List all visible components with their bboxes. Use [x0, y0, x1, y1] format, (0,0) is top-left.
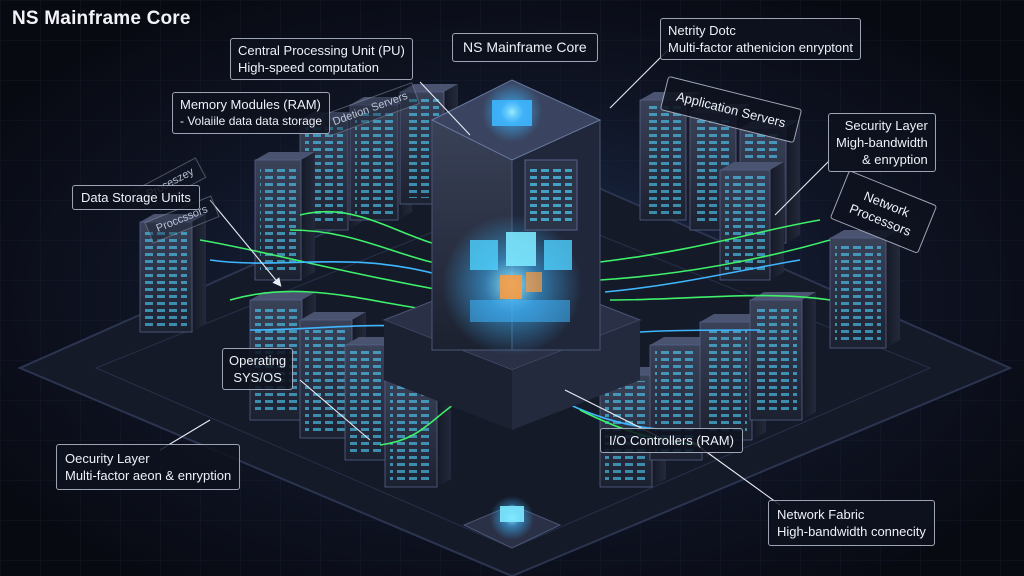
- core-module-3: [544, 240, 572, 270]
- label-security-right-subtitle: Migh-bandwidth: [836, 135, 928, 150]
- label-core: NS Mainframe Core: [452, 33, 598, 62]
- label-io: I/O Controllers (RAM): [600, 428, 743, 453]
- connector-operating: [299, 379, 371, 441]
- cable-green-right-1: [599, 219, 821, 263]
- label-cpu-title: Central Processing Unit (PU): [238, 43, 405, 58]
- label-memory: Memory Modules (RAM) - Volaiile data dat…: [172, 92, 331, 134]
- core-module-2: [506, 232, 536, 266]
- label-oecurity-subtitle: Multi-factor aeon & enryption: [65, 468, 232, 483]
- cable-green-right-3: [609, 294, 831, 301]
- core-module-orange-1: [500, 275, 522, 299]
- core-rack-leds: [530, 166, 572, 224]
- core-module-4: [470, 300, 570, 322]
- label-memory-title: Memory Modules (RAM): [180, 97, 321, 112]
- label-netrity-title: Netrity Dotc: [668, 23, 736, 38]
- label-operating: Operating SYS/OS: [222, 348, 294, 390]
- server-rack: [254, 152, 315, 281]
- connector-security: [774, 159, 831, 216]
- connector-storage: [209, 199, 282, 287]
- label-operating-title: Operating: [229, 353, 287, 368]
- core-base-right: [512, 320, 640, 430]
- cable-blue-right-1: [604, 259, 801, 293]
- cable-green-left-4: [229, 290, 431, 311]
- label-fabric-subtitle: High-bandwidth connecity: [777, 524, 926, 539]
- server-rack: [749, 292, 816, 421]
- label-operating-subtitle: SYS/OS: [233, 370, 282, 385]
- core-base-left: [384, 320, 512, 430]
- label-netrity: Netrity Dotc Multi-factor athenicion enr…: [660, 18, 861, 60]
- label-oecurity: Oecurity Layer Multi-factor aeon & enryp…: [56, 444, 241, 490]
- label-cpu: Central Processing Unit (PU) High-speed …: [230, 38, 413, 80]
- label-cpu-subtitle: High-speed computation: [238, 60, 379, 75]
- cable-green-left-3: [199, 239, 441, 291]
- label-memory-subtitle: - Volaiile data data storage: [180, 114, 323, 128]
- page-title: NS Mainframe Core: [12, 8, 191, 29]
- server-rack: [139, 214, 206, 333]
- core-glow-top: [482, 82, 542, 142]
- cable-green-right-2: [599, 239, 831, 281]
- label-security-right: Security Layer Migh-bandwidth & enryptio…: [828, 113, 936, 172]
- label-security-right-subtitle2: & enryption: [862, 152, 928, 167]
- label-fabric: Network Fabric High-bandwidth connecity: [768, 500, 935, 546]
- label-io-title: I/O Controllers (RAM): [609, 433, 734, 448]
- label-netrity-subtitle: Multi-factor athenicion enryptont: [668, 40, 853, 55]
- floor-chip: [462, 496, 562, 549]
- server-rack: [719, 162, 784, 281]
- label-storage: Data Storage Units: [72, 185, 200, 210]
- core-module-1: [470, 240, 498, 270]
- label-fabric-title: Network Fabric: [777, 507, 865, 522]
- cable-blue-left-1: [209, 259, 441, 276]
- label-storage-title: Data Storage Units: [81, 190, 191, 205]
- label-oecurity-title: Oecurity Layer: [65, 451, 150, 466]
- connector-cpu: [419, 81, 471, 136]
- connector-netrity: [609, 49, 669, 109]
- label-security-right-title: Security Layer: [844, 118, 928, 133]
- label-core-title: NS Mainframe Core: [463, 39, 587, 55]
- core-module-orange-2: [526, 272, 542, 292]
- mainframe-core-tower: [382, 79, 642, 430]
- server-rack: [829, 230, 900, 349]
